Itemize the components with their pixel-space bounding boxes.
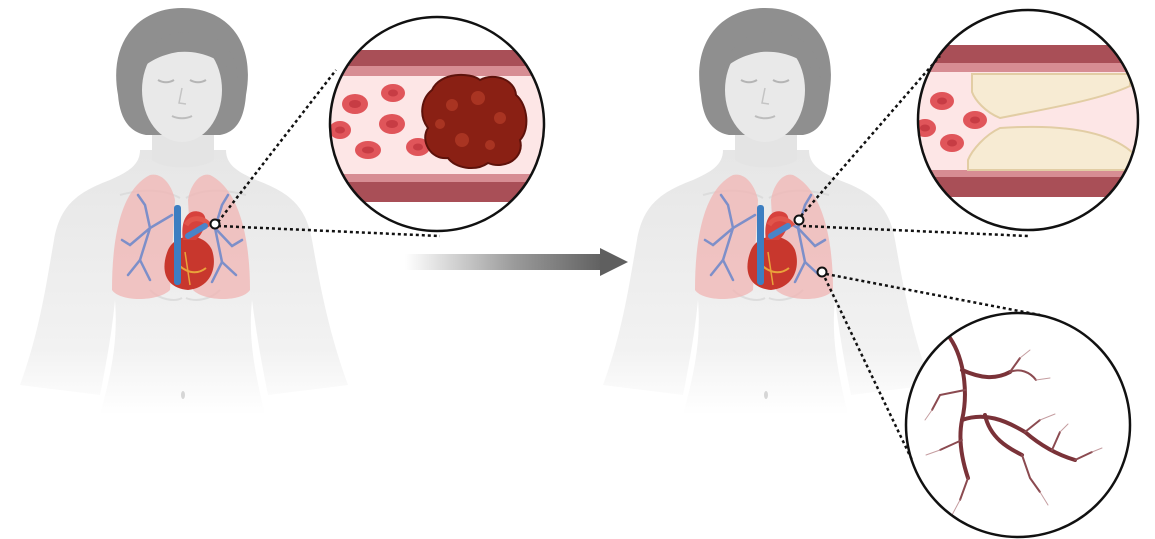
inset-distal-vessel-pruning xyxy=(900,310,1140,539)
patient-after xyxy=(603,8,931,415)
inset1-anchor xyxy=(211,220,220,229)
inset-vessel-fibrotic-narrowing xyxy=(910,5,1150,235)
progression-arrow xyxy=(405,248,628,276)
blood-clot xyxy=(422,75,526,168)
patient-before xyxy=(20,8,348,415)
inset3-anchor xyxy=(818,268,827,277)
inset-vessel-clot xyxy=(320,10,560,240)
inset2-anchor xyxy=(795,216,804,225)
